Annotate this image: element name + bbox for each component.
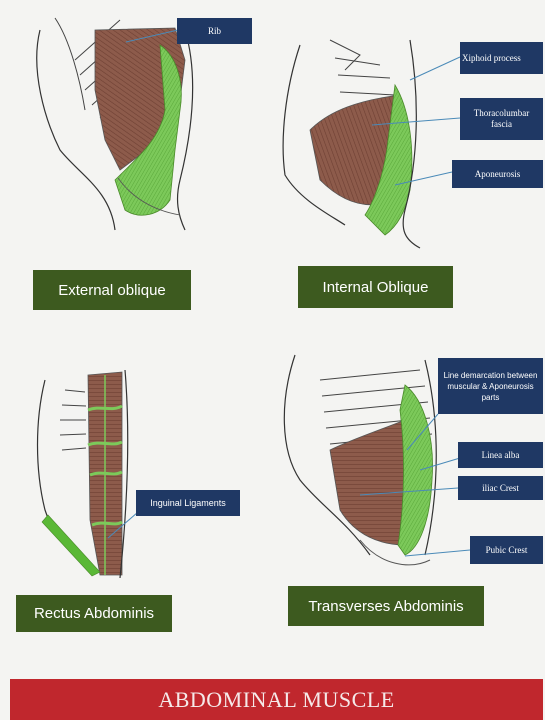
label-inguinal-ligaments: Inguinal Ligaments xyxy=(136,490,240,516)
label-linea-alba: Linea alba xyxy=(458,442,543,468)
internal-oblique-drawing xyxy=(283,40,460,248)
label-line-demarcation: Line demarcation between muscular & Apon… xyxy=(438,358,543,414)
label-aponeurosis: Aponeurosis xyxy=(452,160,543,188)
label-xiphoid-process: Xiphoid process xyxy=(460,42,543,74)
label-pubic-crest: Pubic Crest xyxy=(470,536,543,564)
external-oblique-drawing xyxy=(37,18,193,230)
caption-internal-oblique: Internal Oblique xyxy=(298,266,453,308)
caption-rectus-abdominis: Rectus Abdominis xyxy=(16,595,172,632)
page-title: ABDOMINAL MUSCLE xyxy=(10,679,543,720)
caption-external-oblique: External oblique xyxy=(33,270,191,310)
label-thoracolumbar-fascia: Thoracolumbar fascia xyxy=(460,98,543,140)
label-rib: Rib xyxy=(177,18,252,44)
rectus-abdominis-drawing xyxy=(38,370,146,578)
label-iliac-crest: iliac Crest xyxy=(458,476,543,500)
caption-transverses-abdominis: Transverses Abdominis xyxy=(288,586,484,626)
